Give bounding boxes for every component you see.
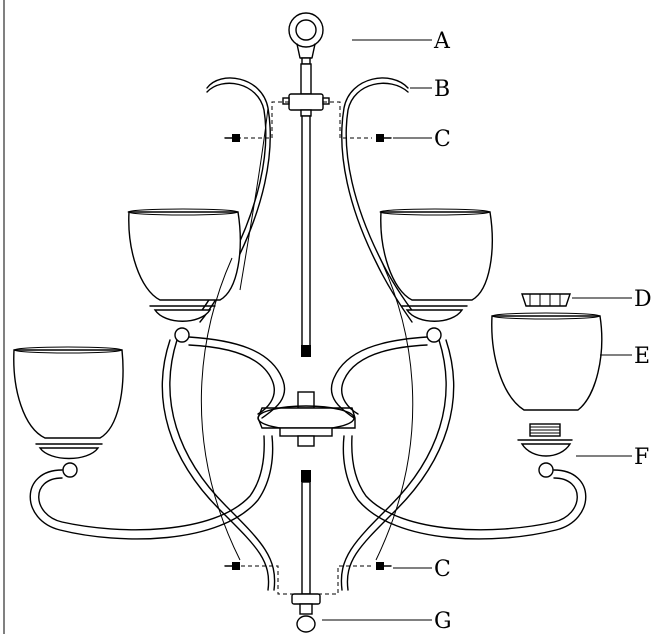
lower-left-shade [13,346,124,478]
label-f: F [634,445,649,470]
leader-lines [322,39,632,621]
label-d: D [634,287,652,312]
lower-right-shade [491,312,603,411]
upper-left-shade [127,208,241,343]
label-g: G [434,609,452,634]
upper-right-shade [379,208,493,343]
central-hub [257,391,356,447]
lower-center-rod [291,470,321,633]
label-c-lower: C [434,557,451,582]
upper-arms [188,336,428,419]
label-e: E [634,344,650,369]
lower-arms [29,257,587,591]
label-a: A [433,29,451,54]
upper-center-rod [282,93,330,357]
shade-holder [517,423,573,478]
lower-screws [224,562,392,595]
label-c-upper: C [434,127,451,152]
upper-screws [224,101,392,142]
top-scroll-arms [196,77,418,323]
hanging-loop [288,12,324,95]
label-b: B [434,77,450,102]
shade-cap [521,293,571,307]
